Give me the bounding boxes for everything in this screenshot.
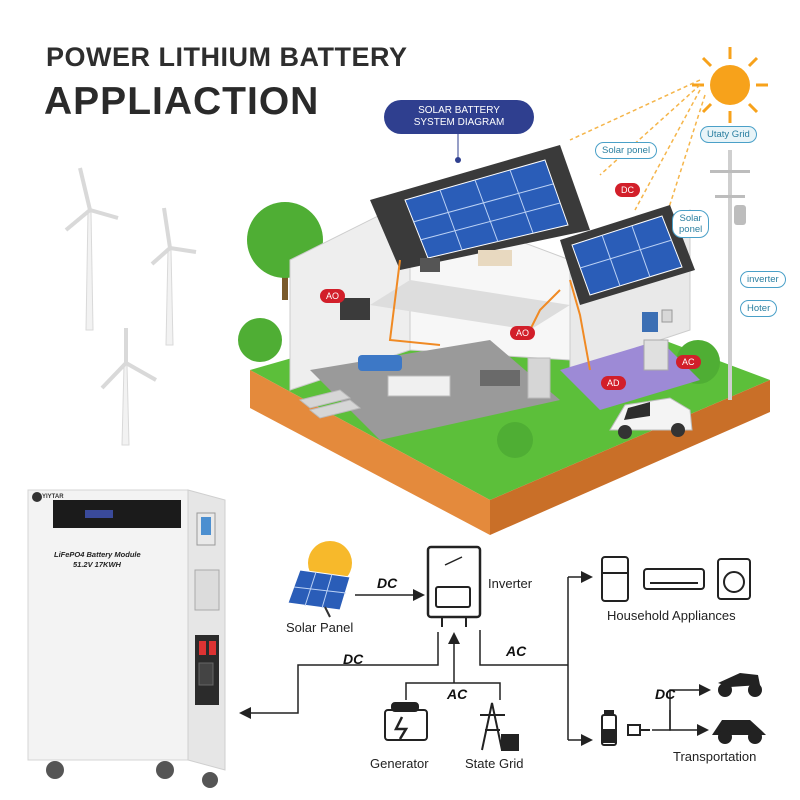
flow-label-inverter-loads: AC <box>506 643 527 659</box>
sofa <box>358 355 402 371</box>
wind-turbine-1 <box>64 167 119 331</box>
battery-brand: YIYTAR <box>42 494 64 500</box>
battery-module-image <box>27 489 226 788</box>
fridge <box>527 357 551 399</box>
electric-car <box>609 397 693 439</box>
flow-label-gen-grid: AC <box>447 686 468 702</box>
right-roof <box>560 205 695 305</box>
bed <box>478 250 512 266</box>
wind-turbine-2 <box>150 207 197 346</box>
callout-solar-panel-1: Solar ponel <box>595 142 658 159</box>
fridge-icon <box>601 556 629 602</box>
tag-ao-left: AO <box>320 289 346 303</box>
line-inverter-loads <box>479 630 568 666</box>
tree-left-small <box>238 318 282 362</box>
entrance-steps <box>298 389 362 419</box>
page-title-line1: POWER LITHIUM BATTERY <box>46 42 408 72</box>
generator-icon <box>384 702 428 741</box>
scooter-icon <box>718 673 762 697</box>
inverter-box <box>642 312 658 332</box>
desk-monitor <box>420 258 440 272</box>
pill-line2: SYSTEM DIAGRAM <box>413 117 505 128</box>
label-generator: Generator <box>370 756 429 771</box>
flow-label-solar-inverter: DC <box>377 575 398 591</box>
flow-label-battery-inverter: DC <box>343 651 364 667</box>
battery-model-line1: LiFePO4 Battery Module <box>54 550 141 559</box>
main-roof <box>370 145 590 270</box>
arrow-inverter-battery <box>239 632 439 719</box>
tag-ad: AD <box>601 376 626 390</box>
label-transportation: Transportation <box>673 749 757 764</box>
label-inverter: Inverter <box>488 576 533 591</box>
state-grid-icon <box>480 702 519 751</box>
label-household-appliances: Household Appliances <box>607 608 736 623</box>
tree-front <box>497 422 533 458</box>
label-solar-panel: Solar Panel <box>286 620 354 635</box>
utility-pole <box>710 150 750 400</box>
air-conditioner-icon <box>643 568 705 590</box>
solar-panel-icon <box>287 541 352 618</box>
system-diagram-pill: SOLAR BATTERY SYSTEM DIAGRAM <box>384 100 534 134</box>
energy-flow-diagram <box>239 541 766 751</box>
flow-label-transportation: DC <box>655 686 676 702</box>
house-illustration <box>238 145 770 535</box>
callout-solar-panel-2-line1: Solar <box>679 213 702 224</box>
line-gen-grid <box>405 682 501 700</box>
washing-machine-icon <box>717 558 751 600</box>
callout-heater: Hoter <box>740 300 778 317</box>
car-icon <box>712 720 766 744</box>
arrow-to-car <box>669 710 709 736</box>
heater-box <box>661 309 673 323</box>
tv <box>340 298 370 320</box>
callout-inverter: inverter <box>740 271 786 288</box>
sun-rays <box>569 79 706 221</box>
inverter-icon <box>426 545 482 627</box>
pill-pointer <box>455 134 461 163</box>
tag-ac-right: AC <box>676 355 701 369</box>
wind-turbine-3 <box>100 328 157 446</box>
wind-turbines-illustration <box>64 167 197 446</box>
sun-icon <box>692 47 768 123</box>
wiring <box>388 259 591 371</box>
battery-model-line2: 51.2V 17KWH <box>73 560 121 569</box>
stove <box>480 370 520 386</box>
tag-dc: DC <box>615 183 640 197</box>
page-title-line2: APPLIACTION <box>44 80 320 123</box>
pill-line1: SOLAR BATTERY <box>418 105 500 116</box>
battery-cabinet <box>643 339 669 371</box>
battery-plug-icon <box>601 710 650 746</box>
callout-solar-panel-2: Solar ponel <box>672 210 710 238</box>
callout-utility-grid: Utaty Grid <box>700 126 757 143</box>
callout-solar-panel-2-line2: ponel <box>679 224 703 235</box>
label-state-grid: State Grid <box>465 756 524 771</box>
tag-ao-mid: AO <box>510 326 536 340</box>
kitchen-island <box>387 375 451 397</box>
